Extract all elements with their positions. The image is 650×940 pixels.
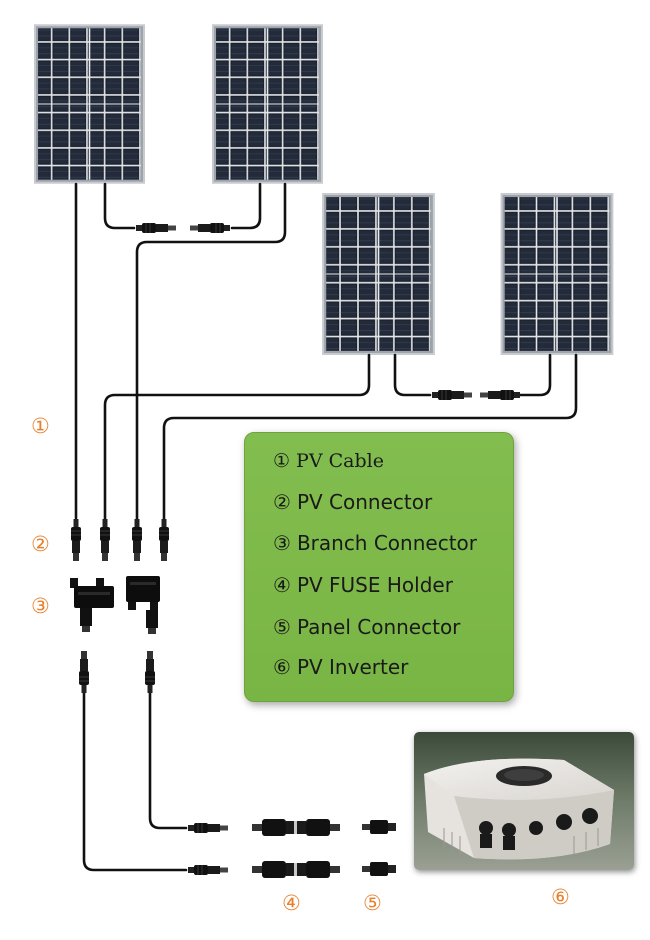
branch-connector-icon [126,576,160,634]
mc4-connector-icon [135,222,177,234]
mc4-connector-icon [189,222,231,234]
pv-connector-icon [131,518,143,562]
panel-connector-icon [362,820,396,834]
mc4-connector-icon [187,864,229,876]
pv-connector-icon [144,650,156,694]
mc4-connector-icon [479,389,521,401]
legend-number: ④ [273,573,291,597]
branch-connector-icon [70,578,114,632]
pv-connector-icon [158,518,170,562]
solar-panel-icon [212,24,323,184]
pv-cables [74,182,578,872]
legend-label: PV Cable [296,450,384,472]
legend-number: ② [273,490,291,514]
legend-label: PV Connector [296,490,433,514]
legend-label: Branch Connector [296,531,477,555]
fuse-holder-icon [252,819,340,836]
pv-connector-icon [70,518,82,562]
solar-panel-icon [500,193,614,355]
fuse-holder-icon [252,861,340,878]
inverter-icon [414,732,634,870]
legend-label: PV FUSE Holder [296,573,453,597]
panel-connector-icon [362,862,396,876]
marker-pv-cable: ① [31,414,50,438]
legend-number: ⑤ [273,615,291,639]
legend-label: PV Inverter [296,655,409,679]
legend-number: ⑥ [273,655,291,679]
marker-fuse-holder: ④ [282,891,301,915]
marker-panel-connector: ⑤ [363,891,382,915]
solar-panel-icon [322,193,435,355]
legend-label: Panel Connector [296,615,461,639]
pv-connector-icon [78,650,90,694]
marker-branch-connector: ③ [31,594,50,618]
legend-number: ① [273,450,291,472]
mc4-connector-icon [431,389,473,401]
solar-panel-icon [34,24,145,184]
legend-number: ③ [273,531,291,555]
marker-pv-connector: ② [31,532,50,556]
pv-connector-icon [99,518,111,562]
marker-inverter: ⑥ [551,885,570,909]
mc4-connector-icon [187,822,229,834]
